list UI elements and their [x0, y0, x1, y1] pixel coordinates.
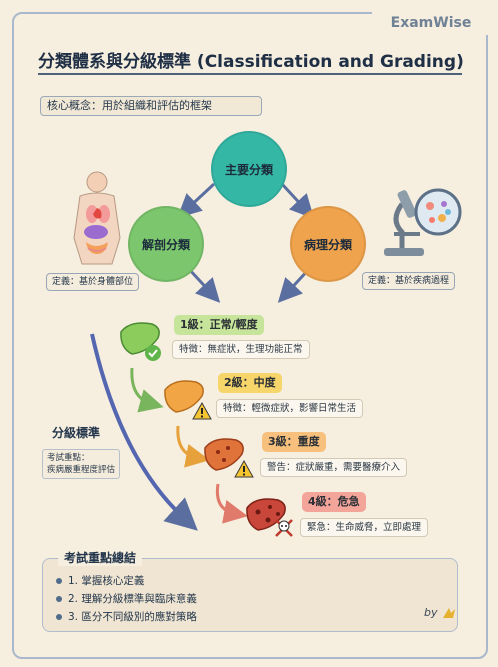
arrow-grade2-to-3 — [176, 425, 210, 468]
anatomical-definition: 定義：基於身體部位 — [46, 273, 140, 291]
summary-title: 考試重點總結 — [58, 549, 143, 566]
grading-note-line1: 考試重點： — [47, 453, 90, 463]
microscope-icon — [384, 188, 462, 256]
liver-icon — [246, 498, 286, 531]
bullet-icon — [56, 614, 62, 620]
grade-2-label: 2級：中度 — [218, 373, 282, 393]
bullet-icon — [56, 596, 62, 602]
summary-item-1: 1. 掌握核心定義 — [56, 573, 144, 588]
bullet-icon — [56, 578, 62, 584]
warning-icon — [192, 402, 212, 420]
core-concept-box: 核心概念：用於組織和評估的框架 — [40, 96, 262, 116]
title-underline — [38, 73, 462, 75]
grading-exam-note: 考試重點： 疾病嚴重程度評估 — [42, 449, 121, 479]
arrow-main-to-anatomical — [177, 182, 216, 219]
author-logo-icon — [443, 608, 455, 618]
grade-1-label: 1級：正常/輕度 — [174, 315, 264, 335]
brand-logo: ExamWise — [372, 11, 490, 35]
main-classification-node: 主要分類 — [211, 131, 287, 207]
grade-4-label: 4級：危急 — [302, 492, 366, 512]
arrow-grade3-to-4 — [215, 483, 248, 524]
arrow-grade1-to-2 — [130, 367, 164, 413]
grading-note-line2: 疾病嚴重程度評估 — [47, 465, 116, 475]
summary-item-3: 3. 區分不同級別的應對策略 — [56, 609, 197, 624]
grade-4-desc: 緊急：生命威脅，立即處理 — [300, 518, 429, 537]
check-icon — [145, 345, 161, 361]
warning-icon — [234, 460, 254, 478]
liver-icon — [164, 380, 204, 413]
anatomical-classification-node: 解剖分類 — [128, 206, 204, 282]
liver-icon — [204, 438, 244, 471]
grade-3-label: 3級：重度 — [262, 432, 326, 452]
page-frame — [12, 12, 488, 659]
summary-box — [42, 558, 458, 632]
author-signature: by — [424, 606, 457, 620]
page-title: 分類體系與分級標準 (Classification and Grading) — [38, 52, 464, 72]
grade-3-desc: 警告：症狀嚴重，需要醫療介入 — [260, 458, 408, 477]
pathological-classification-node: 病理分類 — [290, 206, 366, 282]
pathological-definition: 定義：基於疾病過程 — [362, 272, 456, 290]
skull-icon — [275, 519, 293, 537]
grading-standard-title: 分級標準 — [52, 426, 101, 440]
arrow-grading-flow — [90, 333, 198, 531]
arrow-main-to-pathological — [280, 182, 315, 219]
arrow-anatomical-to-grade — [186, 266, 221, 303]
grade-2-desc: 特徵：輕微症狀，影響日常生活 — [216, 399, 364, 418]
human-anatomy-icon — [73, 171, 121, 265]
summary-item-2: 2. 理解分級標準與臨床意義 — [56, 591, 197, 606]
grade-1-desc: 特徵：無症狀，生理功能正常 — [172, 340, 310, 359]
